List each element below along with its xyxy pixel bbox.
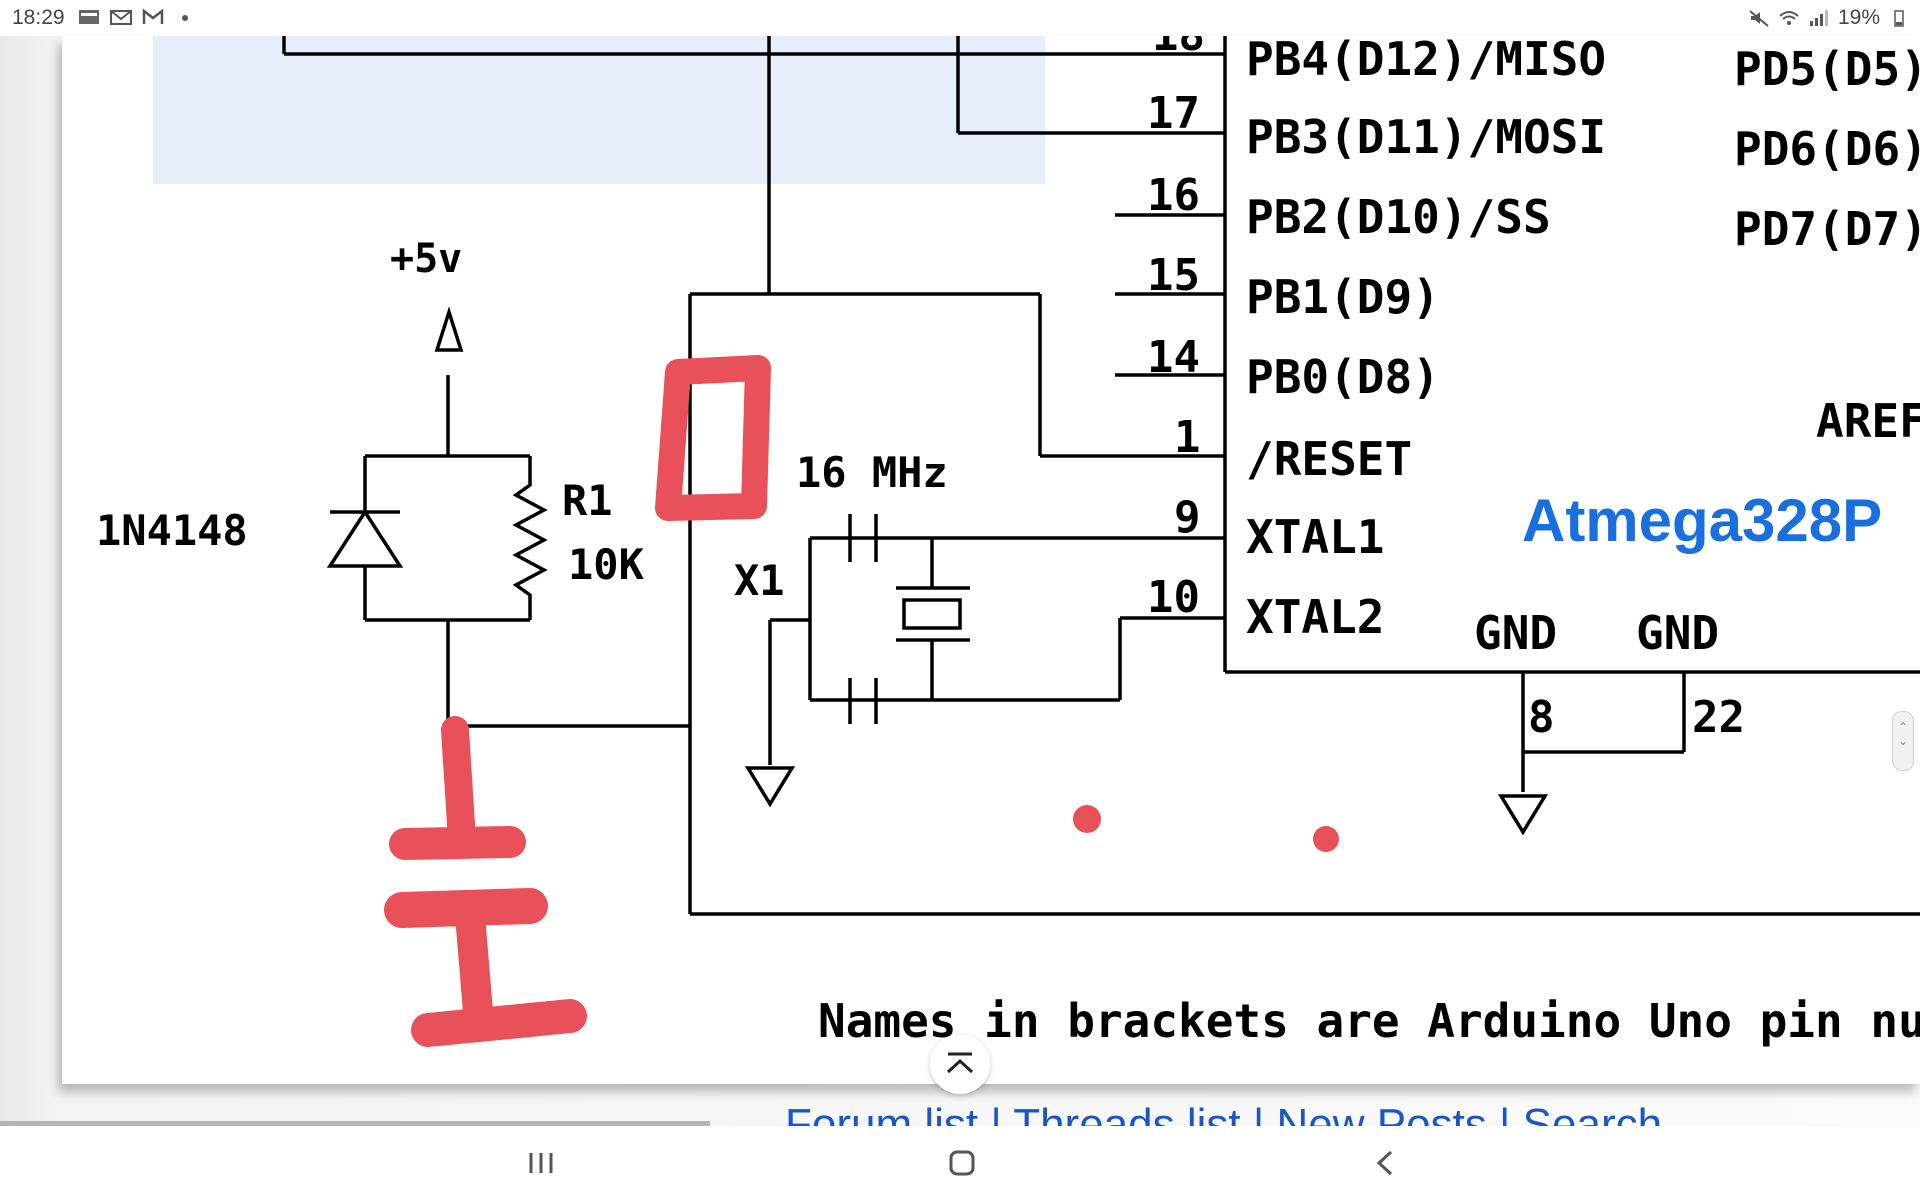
aref-label: AREF (1816, 394, 1920, 448)
schematic-footnote: Names in brackets are Arduino Uno pin nu… (818, 994, 1920, 1048)
crystal-name: X1 (734, 556, 785, 605)
red-dot (1313, 826, 1339, 852)
diode-label: 1N4148 (96, 506, 248, 555)
scroll-to-top-button[interactable] (930, 1034, 990, 1094)
chevron-down-icon: ⌄ (1897, 734, 1909, 748)
pin-number: 16 (1147, 170, 1200, 221)
system-icons: 19% (1748, 6, 1910, 30)
pin-name: XTAL1 (1246, 510, 1385, 564)
pin-number: 9 (1174, 492, 1201, 543)
signal-icon (1808, 9, 1830, 27)
battery-icon (1888, 9, 1910, 27)
pin-name: /RESET (1246, 432, 1413, 486)
gnd-label: GND (1636, 606, 1720, 660)
pin-name-right: PD6(D6) (1734, 122, 1920, 176)
pin-number: 14 (1147, 332, 1200, 383)
pin-number: 10 (1147, 572, 1200, 623)
samsung-pay-icon (78, 8, 100, 26)
notification-icons (78, 8, 196, 26)
pin-name: PB2(D10)/SS (1246, 190, 1551, 244)
status-bar: 18:29 19% (0, 0, 1920, 36)
home-icon (949, 1150, 975, 1176)
gnd-pin-number: 8 (1528, 692, 1555, 743)
recent-apps-button[interactable] (511, 1138, 571, 1188)
pin-name: XTAL2 (1246, 590, 1385, 644)
pin-name: PB1(D9) (1246, 270, 1440, 324)
home-button[interactable] (932, 1138, 992, 1188)
schematic-image[interactable]: +5v 1N4148 R1 10K 16 MHz X1 18 17 16 15 … (62, 36, 1920, 1084)
background-forum-links[interactable]: Forum list | Threads list | New Posts | … (785, 1100, 1663, 1128)
gmail-icon (142, 8, 164, 26)
pin-number: 17 (1147, 88, 1200, 139)
pin-name: PB4(D12)/MISO (1246, 36, 1607, 86)
supply-label: +5v (390, 236, 463, 282)
resistor-name: R1 (562, 476, 613, 525)
back-icon (1376, 1150, 1393, 1176)
back-button[interactable] (1355, 1138, 1415, 1188)
red-dot (1073, 805, 1101, 833)
dot-icon (174, 8, 196, 26)
resistor-value: 10K (568, 540, 644, 589)
pin-number: 18 (1152, 36, 1205, 61)
gnd-label: GND (1474, 606, 1558, 660)
pin-number: 15 (1147, 250, 1200, 301)
background-scrollbar[interactable] (0, 1121, 710, 1126)
android-nav-bar (0, 1126, 1920, 1200)
recent-apps-icon (529, 1153, 553, 1173)
mute-icon (1748, 9, 1770, 27)
pin-name-right: PD5(D5) (1734, 42, 1920, 96)
pin-name: PB0(D8) (1246, 350, 1440, 404)
mail-icon (110, 8, 132, 26)
wifi-icon (1778, 9, 1800, 27)
chip-name: Atmega328P (1522, 487, 1883, 554)
chevron-up-icon: ⌃ (1897, 720, 1909, 734)
selection-highlight (153, 36, 1045, 184)
image-scroll-thumb[interactable]: ⌃ ⌄ (1892, 711, 1914, 771)
collapse-up-icon (946, 1052, 974, 1074)
pin-number: 1 (1174, 412, 1201, 463)
red-annotations (384, 355, 771, 1047)
schematic-drawing (153, 36, 1920, 1047)
crystal-frequency: 16 MHz (796, 448, 948, 497)
battery-percent: 19% (1837, 6, 1880, 29)
status-time: 18:29 (12, 6, 65, 29)
pin-name: PB3(D11)/MOSI (1246, 110, 1607, 164)
gnd-pin-number: 22 (1692, 692, 1745, 743)
pin-name-right: PD7(D7) (1734, 202, 1920, 256)
